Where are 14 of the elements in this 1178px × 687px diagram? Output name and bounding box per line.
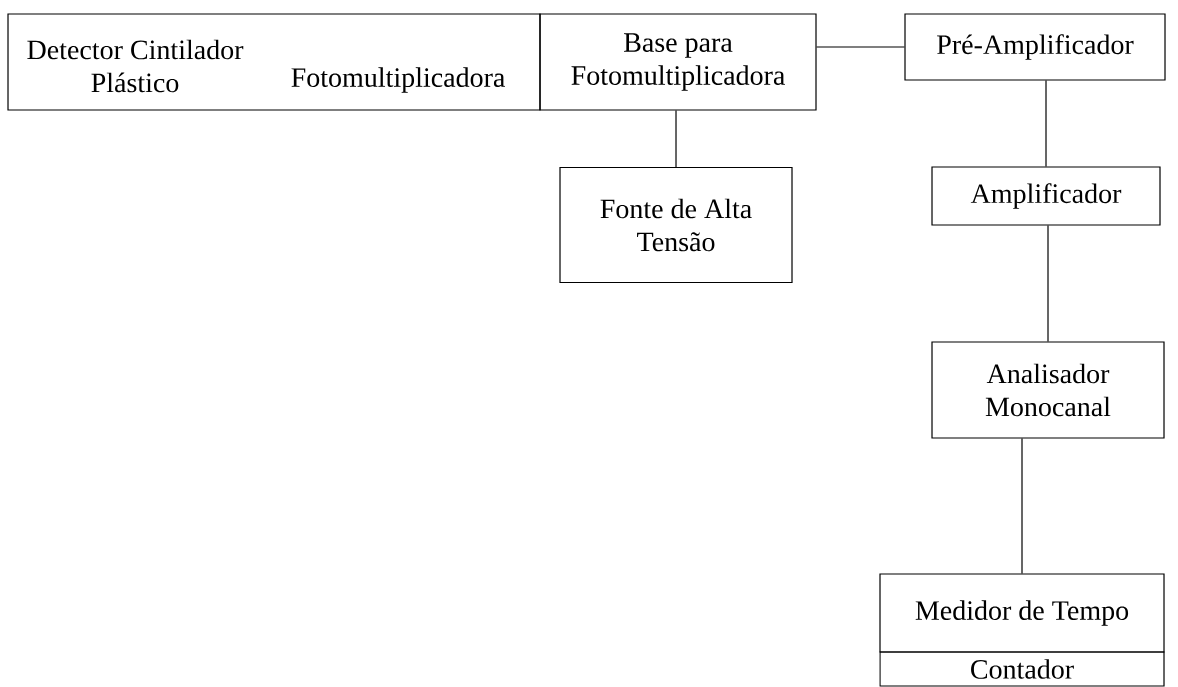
process-box: Pré-Amplificador bbox=[904, 13, 1166, 81]
connector-line bbox=[1045, 80, 1047, 167]
process-box: Amplificador bbox=[931, 166, 1161, 226]
connector-line bbox=[1047, 225, 1049, 342]
connector-line bbox=[675, 110, 677, 168]
process-box: Base para Fotomultiplicadora bbox=[539, 13, 817, 111]
process-box: Medidor de Tempo bbox=[879, 573, 1165, 653]
connector-line bbox=[1021, 438, 1023, 574]
process-box: Analisador Monocanal bbox=[931, 341, 1165, 439]
connector-line bbox=[816, 46, 905, 48]
block-label: Detector Cintilador Plástico bbox=[27, 39, 244, 93]
block-label: Fotomultiplicadora bbox=[291, 67, 505, 93]
process-box: Fonte de Alta Tensão bbox=[559, 166, 793, 284]
process-box: Contador bbox=[879, 651, 1165, 687]
